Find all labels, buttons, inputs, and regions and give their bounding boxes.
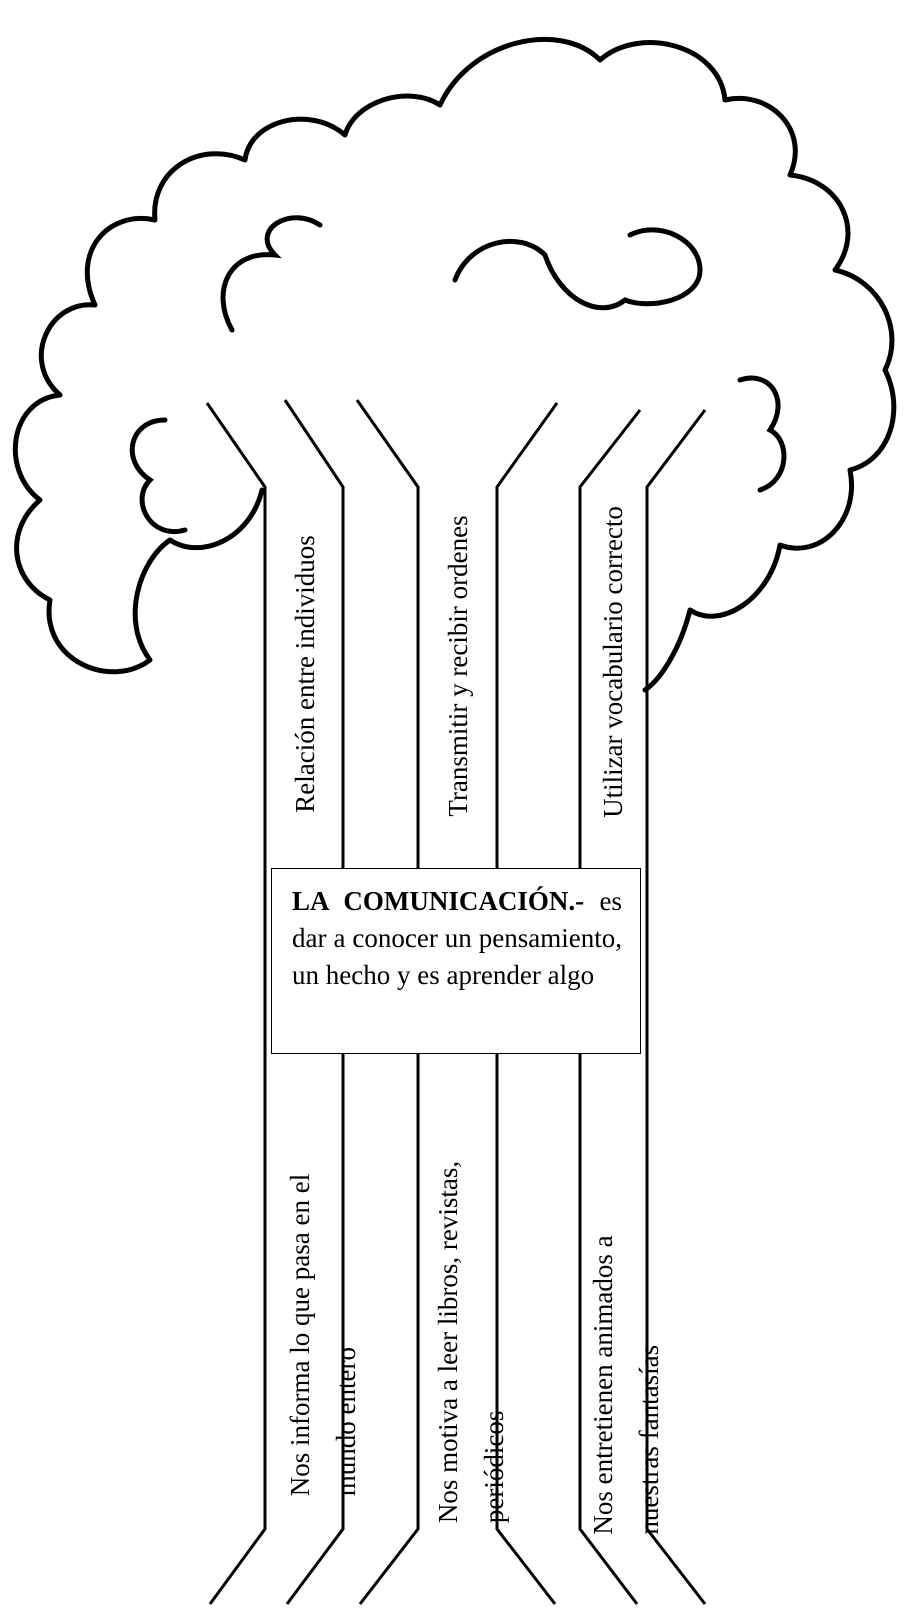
branch-label-informa: Nos informa lo que pasa en el mundo ente… (277, 1174, 369, 1496)
branch-label-entretienen-line1: Nos entretienen animados a (588, 1235, 618, 1535)
branch-label-transmitir: Transmitir y recibir ordenes (443, 515, 473, 817)
branch-label-relacion: Relación entre individuos (290, 535, 320, 813)
branch-label-motiva-line1: Nos motiva a leer libros, revistas, (433, 1160, 463, 1524)
tree-inner-curl-lower-left (129, 417, 188, 535)
branch-label-entretienen-line2: nuestras fantasías (634, 1344, 664, 1535)
branch-label-informa-line2: mundo entero (331, 1346, 361, 1497)
definition-title: LA COMUNICACIÓN.- (292, 886, 585, 916)
branch-label-motiva-line2: periódicos (479, 1410, 509, 1524)
tree-inner-curl-left (220, 215, 323, 333)
branch-label-entretienen: Nos entretienen animados a nuestras fant… (580, 1235, 672, 1534)
tree-crown-outline (12, 36, 897, 693)
branch-label-vocabulario: Utilizar vocabulario correcto (598, 506, 628, 818)
branch-label-motiva: Nos motiva a leer libros, revistas, peri… (425, 1161, 517, 1523)
branch-label-informa-line1: Nos informa lo que pasa en el (285, 1173, 315, 1497)
tree-inner-curl-right (737, 375, 787, 493)
definition-box: LA COMUNICACIÓN.- es dar a conocer un pe… (271, 868, 641, 1054)
tree-inner-curl-middle (452, 227, 703, 311)
definition-text: es dar a conocer un pensamiento, un hech… (292, 886, 622, 990)
